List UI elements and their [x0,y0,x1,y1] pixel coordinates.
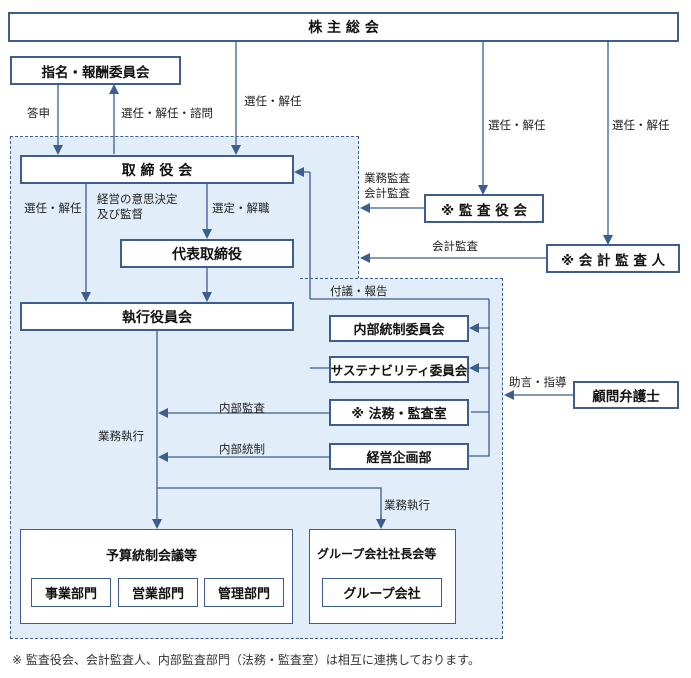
accounting-auditor-box: ※ 会 計 監 査 人 [546,244,680,273]
label-advice-guidance: 助言・指導 [509,375,567,389]
label-internal-audit: 内部監査 [219,401,265,415]
group-company-box: グループ会社 [322,578,442,607]
label-business-audit-2: 会計監査 [364,186,410,200]
label-business-execution-1: 業務執行 [98,429,144,443]
shareholders-box: 株 主 総 会 [8,12,679,42]
board-box: 取 締 役 会 [20,155,294,184]
label-elect-dismiss-accounting: 選任・解任 [612,118,670,132]
sustainability-committee-box: サステナビリティ委員会 [329,356,469,383]
budget-meeting-title: 予算統制会議等 [106,549,198,564]
group-meeting-group [309,529,456,624]
sales-dept-box: 営業部門 [118,578,198,607]
label-elect-dismiss-board: 選任・解任 [244,94,302,108]
nomination-committee-box: 指名・報酬委員会 [10,56,181,85]
label-internal-control: 内部統制 [219,442,265,456]
footnote: ※ 監査役会、会計監査人、内部監査部門（法務・監査室）は相互に連携しております。 [12,653,480,667]
label-mgmt-decision-1: 経営の意思決定 [97,192,178,206]
label-business-execution-2: 業務執行 [384,498,430,512]
business-dept-box: 事業部門 [31,578,111,607]
budget-meeting-group [20,529,293,624]
label-mgmt-decision-2: 及び監督 [97,207,143,221]
group-meeting-title: グループ会社社長会等 [317,547,437,561]
corporate-planning-box: 経営企画部 [329,443,469,470]
label-toushin: 答申 [27,106,50,120]
label-refer-report: 付議・報告 [330,284,388,298]
representative-director-box: 代表取締役 [120,239,294,268]
label-elect-dismiss-exec: 選任・解任 [24,201,82,215]
internal-control-committee-box: 内部統制委員会 [329,315,469,342]
legal-advisor-box: 顧問弁護士 [573,381,679,409]
label-business-audit-1: 業務監査 [364,171,410,185]
label-accounting-audit: 会計監査 [432,239,478,253]
label-elect-dismiss-audit: 選任・解任 [488,118,546,132]
audit-board-box: ※ 監 査 役 会 [424,194,544,223]
label-elect-dismiss-consult: 選任・解任・諮問 [121,106,213,120]
label-appoint-dismiss: 選定・解職 [212,201,270,215]
executive-committee-box: 執行役員会 [20,302,294,331]
admin-dept-box: 管理部門 [204,578,284,607]
legal-audit-office-box: ※ 法務・監査室 [329,399,469,426]
